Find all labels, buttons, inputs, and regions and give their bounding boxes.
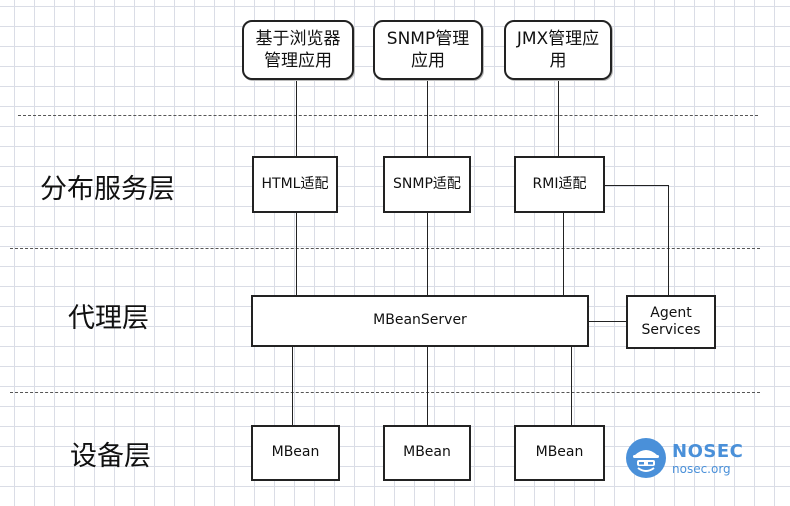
nosec-logo: NOSEC nosec.org (624, 436, 744, 480)
connector-server-mbean1 (292, 347, 293, 425)
layer-label-agent: 代理层 (68, 303, 149, 334)
connector-rmi-agent-h (605, 185, 668, 186)
mbean-1: MBean (251, 425, 340, 481)
mbean-2: MBean (383, 425, 471, 481)
connector-app3-rmi (558, 80, 559, 156)
mbean-3: MBean (514, 425, 605, 481)
nosec-logo-subtitle: nosec.org (672, 462, 731, 476)
adapter-html: HTML适配 (252, 156, 338, 213)
connector-snmp-server (427, 213, 428, 295)
separator-bottom (10, 392, 760, 393)
connector-server-mbean3 (571, 347, 572, 425)
layer-label-distributed: 分布服务层 (40, 174, 175, 205)
app-snmp-management: SNMP管理 应用 (373, 20, 483, 80)
adapter-snmp: SNMP适配 (383, 156, 471, 213)
connector-html-server (296, 213, 297, 295)
separator-top (18, 115, 758, 116)
connector-server-mbean2 (427, 347, 428, 425)
connector-app2-snmp (427, 80, 428, 156)
connector-server-agent (589, 321, 627, 322)
adapter-rmi: RMI适配 (514, 156, 605, 213)
connector-app1-html (296, 80, 297, 156)
nosec-logo-icon (626, 438, 666, 478)
connector-rmi-server (563, 213, 564, 295)
agent-services: Agent Services (626, 295, 716, 349)
connector-rmi-agent-v (668, 185, 669, 295)
app-jmx-management: JMX管理应 用 (504, 20, 612, 80)
separator-middle (10, 248, 760, 249)
nosec-logo-title: NOSEC (672, 441, 744, 462)
layer-label-device: 设备层 (70, 441, 151, 472)
app-browser-management: 基于浏览器 管理应用 (242, 20, 354, 80)
mbean-server: MBeanServer (251, 295, 589, 347)
